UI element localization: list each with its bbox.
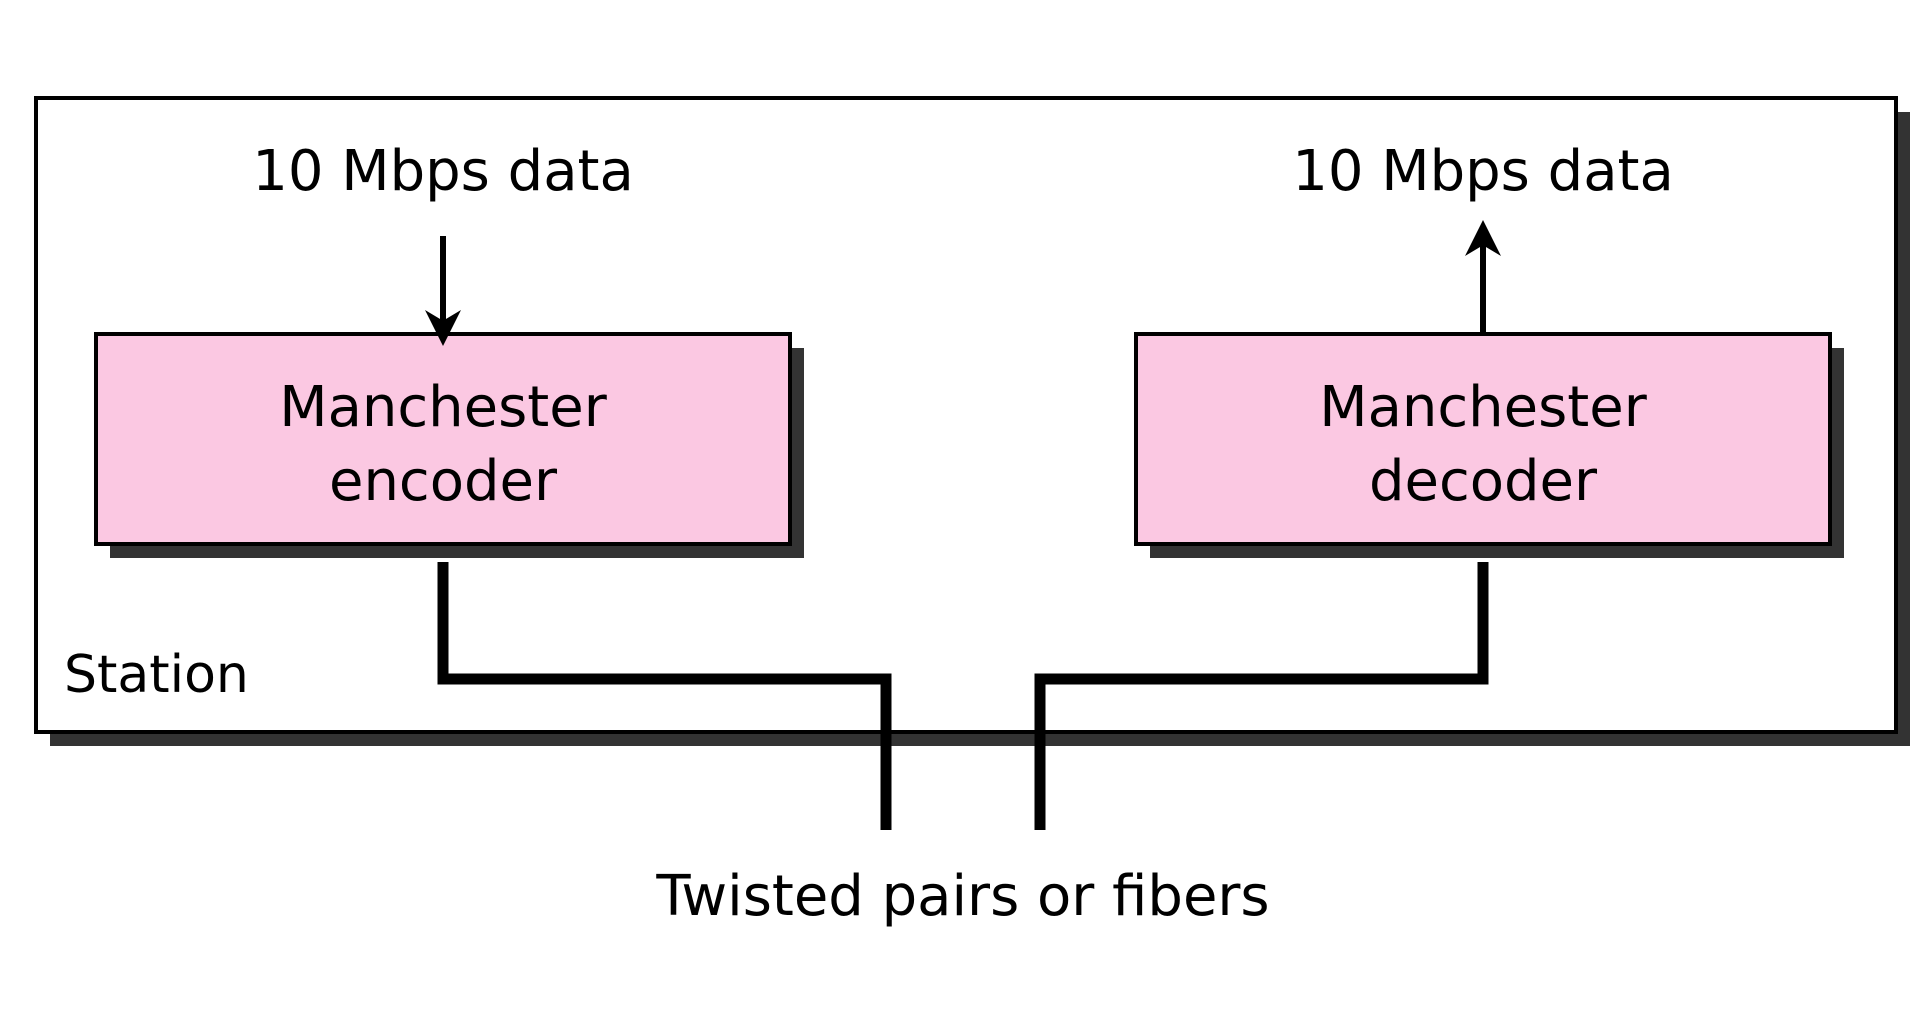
decoder-title-line1: Manchester [1319, 375, 1647, 440]
encoder-box [94, 332, 792, 546]
medium-label: Twisted pairs or fibers [655, 864, 1269, 929]
decoder-input-wire [1034, 562, 1489, 830]
decoder-block [1134, 332, 1844, 558]
encoder-block [94, 332, 804, 558]
encoder-input-label: 10 Mbps data [252, 139, 634, 204]
encoder-title-line1: Manchester [279, 375, 607, 440]
station-label: Station [64, 645, 249, 705]
decoder-title-line2: decoder [1369, 449, 1598, 514]
decoder-box [1134, 332, 1832, 546]
encoder-title-line2: encoder [329, 449, 558, 514]
decoder-output-label: 10 Mbps data [1292, 139, 1674, 204]
encoder-output-wire [437, 562, 892, 830]
